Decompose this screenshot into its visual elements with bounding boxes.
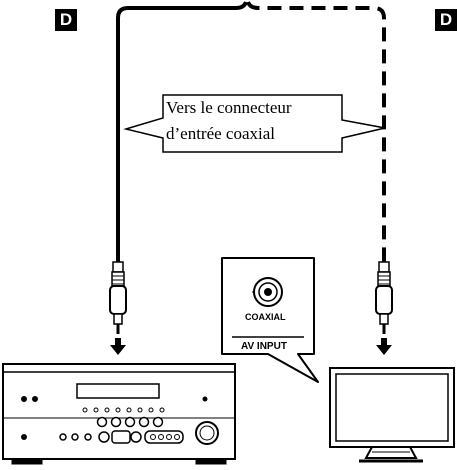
right-down-arrow — [376, 338, 392, 355]
callout-line-1: Vers le connecteur — [166, 98, 292, 117]
coaxial-jack-icon — [252, 277, 283, 307]
dashed-coaxial-cable — [246, 1, 386, 262]
callout-box — [123, 94, 386, 153]
badge-left: D — [55, 9, 77, 31]
badge-right: D — [435, 9, 457, 31]
solid-coaxial-cable — [116, 1, 248, 262]
right-rca-plug — [375, 261, 393, 334]
coaxial-label: COAXIAL — [245, 312, 286, 322]
television — [329, 367, 455, 463]
callout-line-2: d’entrée coaxial — [166, 124, 276, 143]
jack-callout — [221, 257, 319, 383]
left-down-arrow — [110, 338, 126, 355]
left-rca-plug — [109, 261, 127, 334]
av-receiver — [2, 363, 236, 465]
av-input-label: AV INPUT — [241, 341, 287, 352]
